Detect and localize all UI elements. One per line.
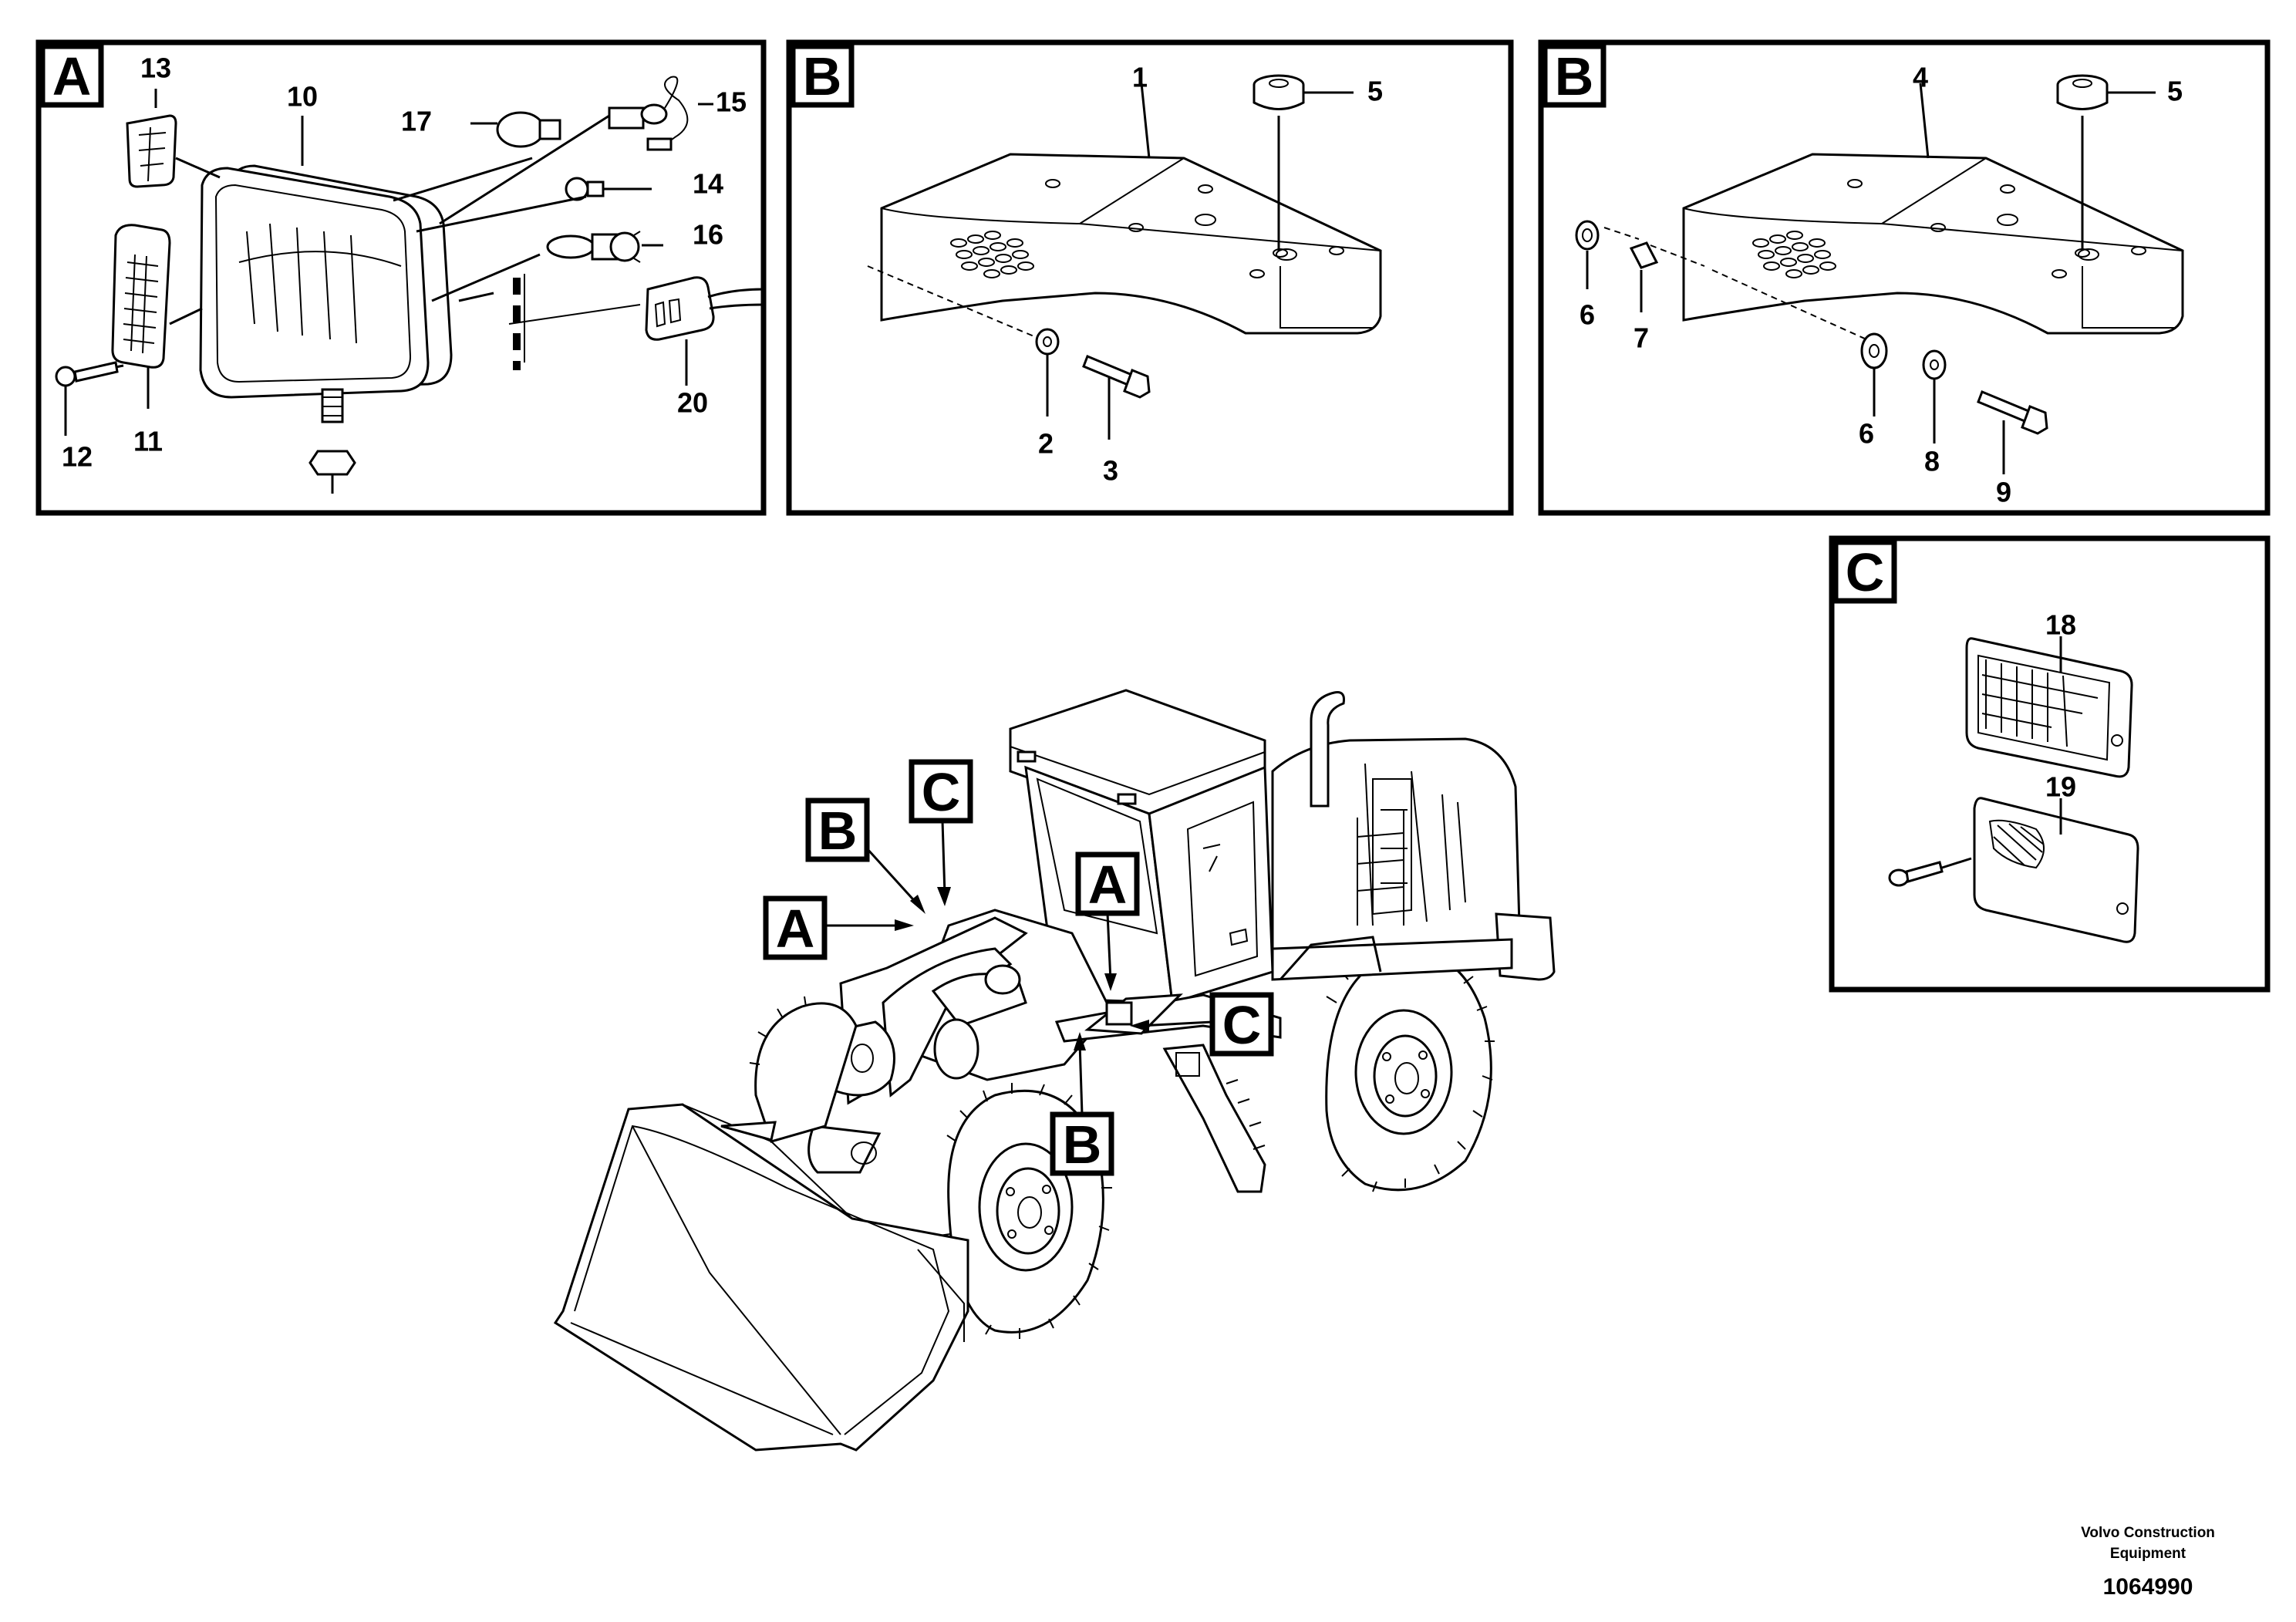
sleeve-7 — [1629, 241, 1659, 312]
label-6b: 6 — [1859, 418, 1874, 450]
label-4: 4 — [1913, 62, 1928, 93]
bolt-3 — [1082, 355, 1151, 440]
bulb-15 — [608, 76, 713, 151]
label-15: 15 — [716, 86, 747, 118]
panel-a-tag: A — [52, 46, 92, 106]
reflector-18: 18 — [1965, 609, 2133, 778]
label-17: 17 — [401, 106, 432, 137]
bulb-14 — [565, 177, 652, 201]
drawing-number: 1064990 — [2103, 1574, 2193, 1600]
footer: Volvo Construction Equipment 1064990 — [2081, 1525, 2215, 1600]
spacer-5b — [2056, 74, 2156, 251]
work-light-housing-1 — [880, 153, 1382, 335]
rear-wheel — [1325, 943, 1495, 1192]
callout-b-left: B — [818, 801, 858, 861]
grommet-6b — [1860, 332, 1888, 416]
company-line-2: Equipment — [2110, 1546, 2186, 1562]
label-20: 20 — [677, 387, 708, 419]
screw-c — [1888, 857, 1972, 887]
panel-b-1-tag: B — [803, 46, 842, 106]
grommet-6a — [1575, 220, 1600, 289]
panel-a: A — [35, 39, 767, 516]
label-16: 16 — [693, 219, 723, 251]
label-11: 11 — [133, 426, 163, 457]
callout-a-left: A — [776, 899, 815, 959]
label-5b: 5 — [2167, 76, 2183, 107]
washer-2 — [1035, 328, 1060, 416]
label-14: 14 — [693, 168, 723, 200]
label-8: 8 — [1924, 446, 1940, 477]
machine-callouts: C B A A C B — [763, 759, 1274, 1176]
spacer-5 — [1253, 74, 1354, 251]
label-18: 18 — [2045, 609, 2076, 641]
bucket — [553, 1103, 969, 1452]
label-9: 9 — [1996, 477, 2011, 508]
label-19: 19 — [2045, 771, 2076, 803]
label-10: 10 — [287, 81, 318, 113]
panel-c: C 18 19 — [1829, 535, 2271, 993]
bolt-9 — [1977, 390, 2048, 474]
wheel-loader-drawing — [553, 689, 1556, 1452]
callout-a-cab: A — [1088, 855, 1128, 915]
reflector-19: 19 — [1973, 771, 2139, 943]
label-5: 5 — [1367, 76, 1383, 107]
label-12: 12 — [62, 441, 93, 473]
label-1: 1 — [1132, 62, 1148, 93]
label-3: 3 — [1103, 455, 1118, 487]
connector-20 — [645, 276, 764, 386]
work-light-housing-2 — [1682, 153, 2184, 335]
lift-arms — [807, 909, 1112, 1174]
headlamp-drawing — [199, 164, 453, 494]
callout-c-step: C — [1222, 995, 1262, 1055]
panel-b-2: B — [1538, 39, 2271, 516]
label-7: 7 — [1633, 322, 1649, 354]
side-marker-lens — [111, 224, 203, 369]
callout-b-bottom: B — [1063, 1114, 1102, 1175]
engine-hood — [1271, 691, 1556, 981]
washer-8 — [1922, 349, 1947, 443]
screw-12 — [55, 361, 124, 387]
panel-b-1: B — [786, 39, 1514, 516]
bulb-17 — [470, 111, 561, 148]
company-line-1: Volvo Construction — [2081, 1525, 2215, 1541]
label-6a: 6 — [1580, 299, 1595, 331]
bulb-16 — [546, 231, 663, 263]
panel-c-tag: C — [1846, 542, 1885, 602]
panel-b-2-tag: B — [1555, 46, 1594, 106]
label-2: 2 — [1038, 428, 1054, 460]
label-13: 13 — [140, 52, 171, 84]
small-lens — [126, 114, 221, 188]
callout-c-top: C — [922, 762, 961, 822]
